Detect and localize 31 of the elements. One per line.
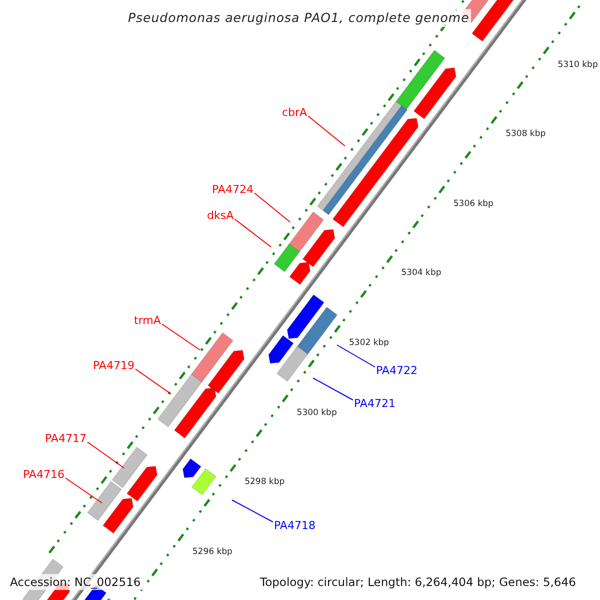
tick-label: 5304 kbp	[401, 268, 442, 278]
leader-line	[134, 368, 172, 394]
genome-stats-text: Topology: circular; Length: 6,264,404 bp; Genes: 5,646	[258, 574, 578, 590]
leader-line	[86, 442, 124, 468]
tick-label: 5300 kbp	[296, 408, 337, 418]
gene-label: PA4722	[376, 364, 418, 377]
leader-line	[161, 324, 200, 350]
title: Pseudomonas aeruginosa PAO1, complete genome	[126, 9, 472, 27]
tick-label: 5308 kbp	[506, 129, 546, 140]
leader-line	[254, 192, 290, 222]
gene-label: PA4724	[212, 183, 254, 196]
leader-line	[312, 378, 354, 400]
gene-label: PA4716	[23, 468, 64, 481]
leader-line	[336, 344, 376, 368]
leader-line	[232, 500, 274, 522]
gene-label: cbrA	[282, 106, 308, 119]
gene-label: PA4717	[45, 432, 86, 445]
tick-label: 5296 kbp	[192, 546, 232, 557]
leader-line	[64, 478, 102, 504]
leader-line	[308, 116, 346, 146]
gene-label: dksA	[207, 209, 234, 222]
gene-label: PA4718	[274, 519, 316, 532]
gene-label: PA4721	[354, 397, 396, 410]
tick-label: 5310 kbp	[558, 60, 598, 70]
accession-text: Accession: NC_002516	[8, 574, 143, 590]
tick-label: 5298 kbp	[244, 477, 285, 488]
gene-label: trmA	[134, 314, 161, 327]
leader-line	[234, 218, 272, 248]
tick-label: 5306 kbp	[453, 198, 494, 209]
gene-label: PA4719	[93, 359, 134, 372]
tick-label: 5302 kbp	[349, 338, 390, 348]
